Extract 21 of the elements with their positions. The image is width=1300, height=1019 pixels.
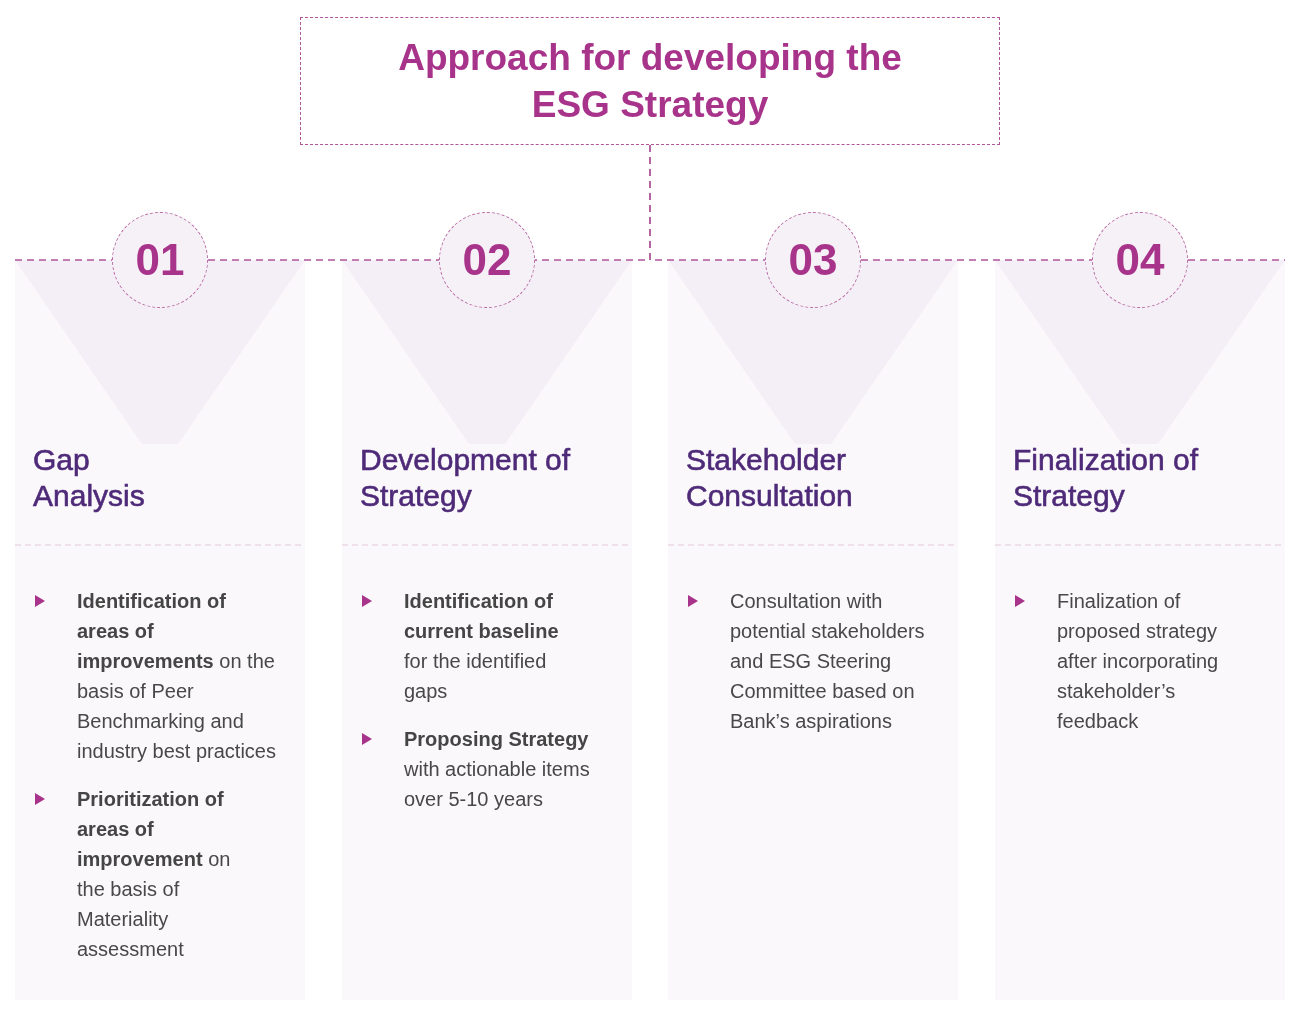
dashed-connector: [14, 259, 113, 261]
dashed-connector: [207, 259, 440, 261]
dashed-connector: [1187, 259, 1286, 261]
bullet-text: Prioritization of areas of improvement on the basis of Materiality assessment: [77, 787, 232, 962]
step-heading: Gap Analysis: [33, 442, 146, 514]
step-heading: Finalization of Strategy: [1013, 442, 1200, 514]
dashed-connector: [649, 144, 766, 261]
step-heading: Stakeholder Consultation: [686, 442, 854, 514]
step-number: 04: [1115, 235, 1165, 285]
title-box: [300, 17, 1000, 145]
dashed-connector: [860, 259, 1093, 261]
step-number: 01: [135, 235, 185, 285]
bullet-text: Consultation with potential stakeholders and ESG Steering Committee based on Bank’s aspirations: [730, 589, 926, 734]
title-heading: Approach for developing the ESG Strategy: [397, 36, 903, 127]
bullet-text: Proposing Strategy with actionable items over 5-10 years: [404, 727, 591, 812]
bullet-text: Identification of areas of improvements on the basis of Peer Benchmarking and industry best practices: [77, 589, 277, 764]
bullet-text: Identification of current baseline for the identified gaps: [404, 589, 560, 704]
step-number: 03: [788, 235, 838, 285]
step-heading: Development of Strategy: [360, 442, 572, 514]
step-number: 02: [462, 235, 512, 285]
bullet-text: Finalization of proposed strategy after incorporating stakeholder’s feedback: [1057, 589, 1220, 734]
